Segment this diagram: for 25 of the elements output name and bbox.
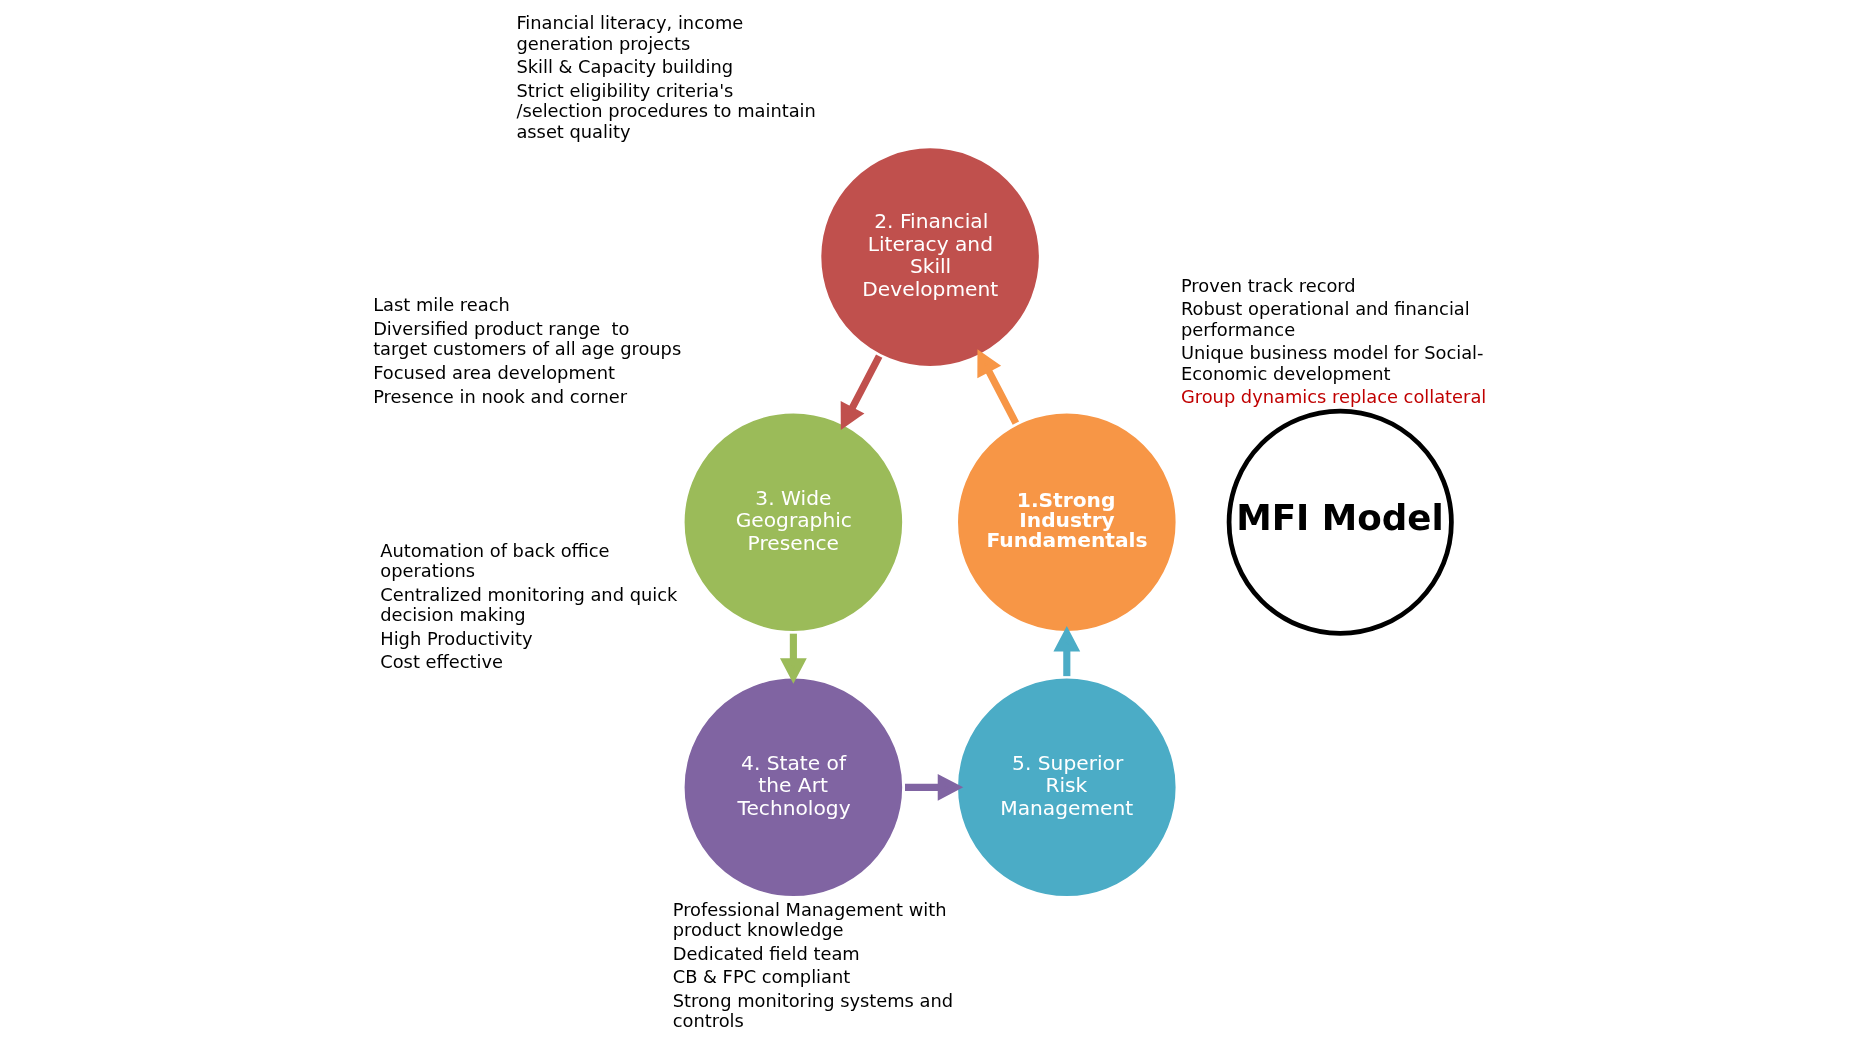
node-label: Unique business model for Social-Economic development xyxy=(1180,342,1484,384)
arrow xyxy=(1052,626,1080,677)
node-label: Diversified product range to target customers of all age groups xyxy=(372,317,681,360)
node-label: Proven track record xyxy=(1180,274,1356,296)
node-label: Dedicated field team xyxy=(672,942,860,964)
node-label: Professional Management with product knowledge xyxy=(672,898,946,940)
node-label: Group dynamics replace collateral xyxy=(1180,386,1486,408)
node-circle: MFI Model xyxy=(1226,408,1454,636)
arrow xyxy=(840,354,882,430)
node-label: Cost effective xyxy=(379,651,503,673)
node-label: CB & FPC compliant xyxy=(672,966,850,988)
node-label: Centralized monitoring and quick decision making xyxy=(379,583,677,625)
arrow xyxy=(779,633,807,684)
node-label: Automation of back office operations xyxy=(379,539,610,581)
node-label: High Productivity xyxy=(379,627,533,649)
node-label: Skill & Capacity building xyxy=(515,56,733,78)
node-label: Financial literacy, income generation projects xyxy=(515,12,743,54)
arrow xyxy=(976,349,1019,425)
node-label: Strong monitoring systems and controls xyxy=(672,990,953,1032)
node-label: Focused area development xyxy=(372,361,615,383)
node-label: Presence in nook and corner xyxy=(372,385,627,407)
node-label: Last mile reach xyxy=(372,294,510,316)
node-label: Robust operational and financial performance xyxy=(1180,298,1470,340)
node-label: Strict eligibility criteria's /selection procedures to maintain asset quality xyxy=(515,80,816,142)
arrow xyxy=(904,773,963,801)
